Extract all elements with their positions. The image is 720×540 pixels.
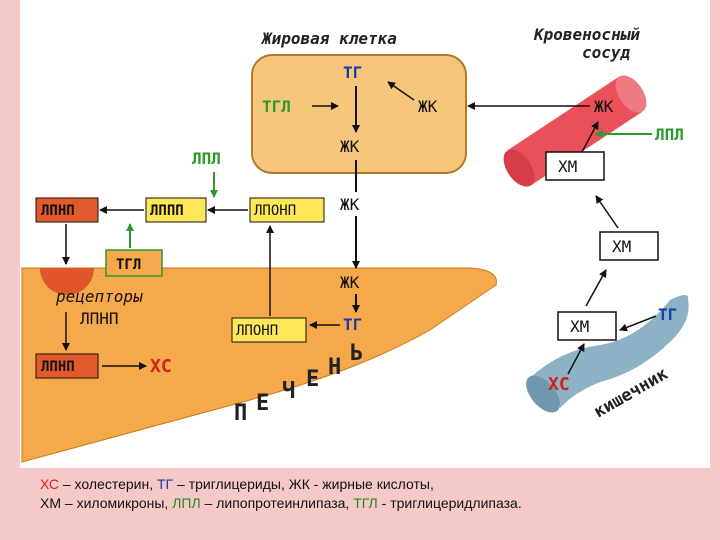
diagram-canvas: Жировая клетка Кровеносный сосуд ТГ ТГЛ … <box>20 0 710 468</box>
legend-segment: ХС <box>40 476 59 492</box>
hm-mid-to-vessel-arrow <box>595 195 619 229</box>
tgl-fat-label: ТГЛ <box>262 97 291 116</box>
zhk-vessel-label: ЖК <box>594 97 614 116</box>
liver-title-letter: Ч <box>282 379 295 404</box>
lponp-liver-label: ЛПОНП <box>236 323 278 339</box>
legend-segment: – липопротеинлипаза, <box>200 495 354 511</box>
hs-liver-label: ХС <box>150 356 172 377</box>
lponp-top-box <box>249 197 325 223</box>
liver-title-letter: Е <box>306 367 319 392</box>
liver-title-letter: Н <box>328 355 341 380</box>
zhk-fat-right-label: ЖК <box>418 97 438 116</box>
legend-segment: ХМ – хиломикроны, <box>40 495 173 511</box>
ldl-bottom-box <box>35 353 99 379</box>
legend-segment: ЛПЛ <box>172 495 201 511</box>
legend-segment: – холестерин, <box>58 476 157 492</box>
fat-cell-shape <box>251 54 467 174</box>
zhk-mid-label: ЖК <box>340 195 360 214</box>
legend-line-2: ХМ – хиломикроны, ЛПЛ – липопротеинлипаз… <box>40 494 700 513</box>
lpl-left-label: ЛПЛ <box>192 149 221 168</box>
zhk-fat-bottom-label: ЖК <box>340 137 360 156</box>
hm-mid-box <box>599 231 659 261</box>
receptors-label-line1: рецепторы <box>55 287 143 306</box>
hs-int-to-hm-arrow <box>567 343 585 375</box>
hm-vessel-label: ХМ <box>558 157 577 176</box>
hm-intestine-label: ХМ <box>570 317 589 336</box>
ldl-top-box <box>35 197 99 223</box>
legend-segment: ТГ <box>156 476 174 492</box>
tg-intestine-label: ТГ <box>658 305 677 324</box>
fat-cell-title: Жировая клетка <box>260 29 397 48</box>
vessel-title-line2: сосуд <box>582 43 631 62</box>
zhk-to-tg-arrow <box>387 81 415 101</box>
liver-title-letter: П <box>234 401 247 426</box>
legend-segment: - триглицеридлипаза. <box>377 495 522 511</box>
tg-fat-label: ТГ <box>343 63 362 82</box>
intestine-shape <box>526 295 689 413</box>
tgl-liver-box <box>105 249 163 277</box>
zhk-liver-label: ЖК <box>340 273 360 292</box>
liver-title: П Е Ч Е Н Ь <box>234 341 363 426</box>
hm-int-to-mid-arrow <box>585 269 607 307</box>
hm-intestine-box <box>557 311 617 341</box>
legend: ХС – холестерин, ТГ – триглицериды, ЖК -… <box>40 475 700 513</box>
hm-vessel-to-zhk-arrow <box>581 121 599 153</box>
legend-segment: – триглицериды, ЖК - жирные кислоты, <box>173 476 434 492</box>
lponp-top-label: ЛПОНП <box>254 203 296 219</box>
legend-segment: ТГЛ <box>353 495 378 511</box>
lppp-label: ЛППП <box>150 203 184 219</box>
lppp-box <box>145 197 207 223</box>
tg-int-to-hm-arrow <box>619 315 657 332</box>
receptors-label-line2: ЛПНП <box>80 309 119 328</box>
liver-title-letter: Е <box>256 391 269 416</box>
hs-intestine-label: ХС <box>548 374 570 395</box>
tgl-liver-label: ТГЛ <box>116 257 141 273</box>
metabolism-diagram: Жировая клетка Кровеносный сосуд ТГ ТГЛ … <box>21 25 689 463</box>
liver-title-letter: Ь <box>350 341 363 366</box>
vessel-title-line1: Кровеносный <box>533 25 640 44</box>
ldl-top-label: ЛПНП <box>41 203 75 219</box>
hm-vessel-box <box>545 151 605 181</box>
liver-shape <box>21 267 497 463</box>
lponp-liver-box <box>231 317 307 343</box>
lpl-right-label: ЛПЛ <box>655 125 684 144</box>
hm-mid-label: ХМ <box>612 237 631 256</box>
ldl-bottom-label: ЛПНП <box>41 359 75 375</box>
legend-line-1: ХС – холестерин, ТГ – триглицериды, ЖК -… <box>40 475 700 494</box>
tg-liver-label: ТГ <box>343 315 362 334</box>
ldl-receptor-shape <box>40 268 94 295</box>
blood-vessel-shape <box>503 75 647 187</box>
